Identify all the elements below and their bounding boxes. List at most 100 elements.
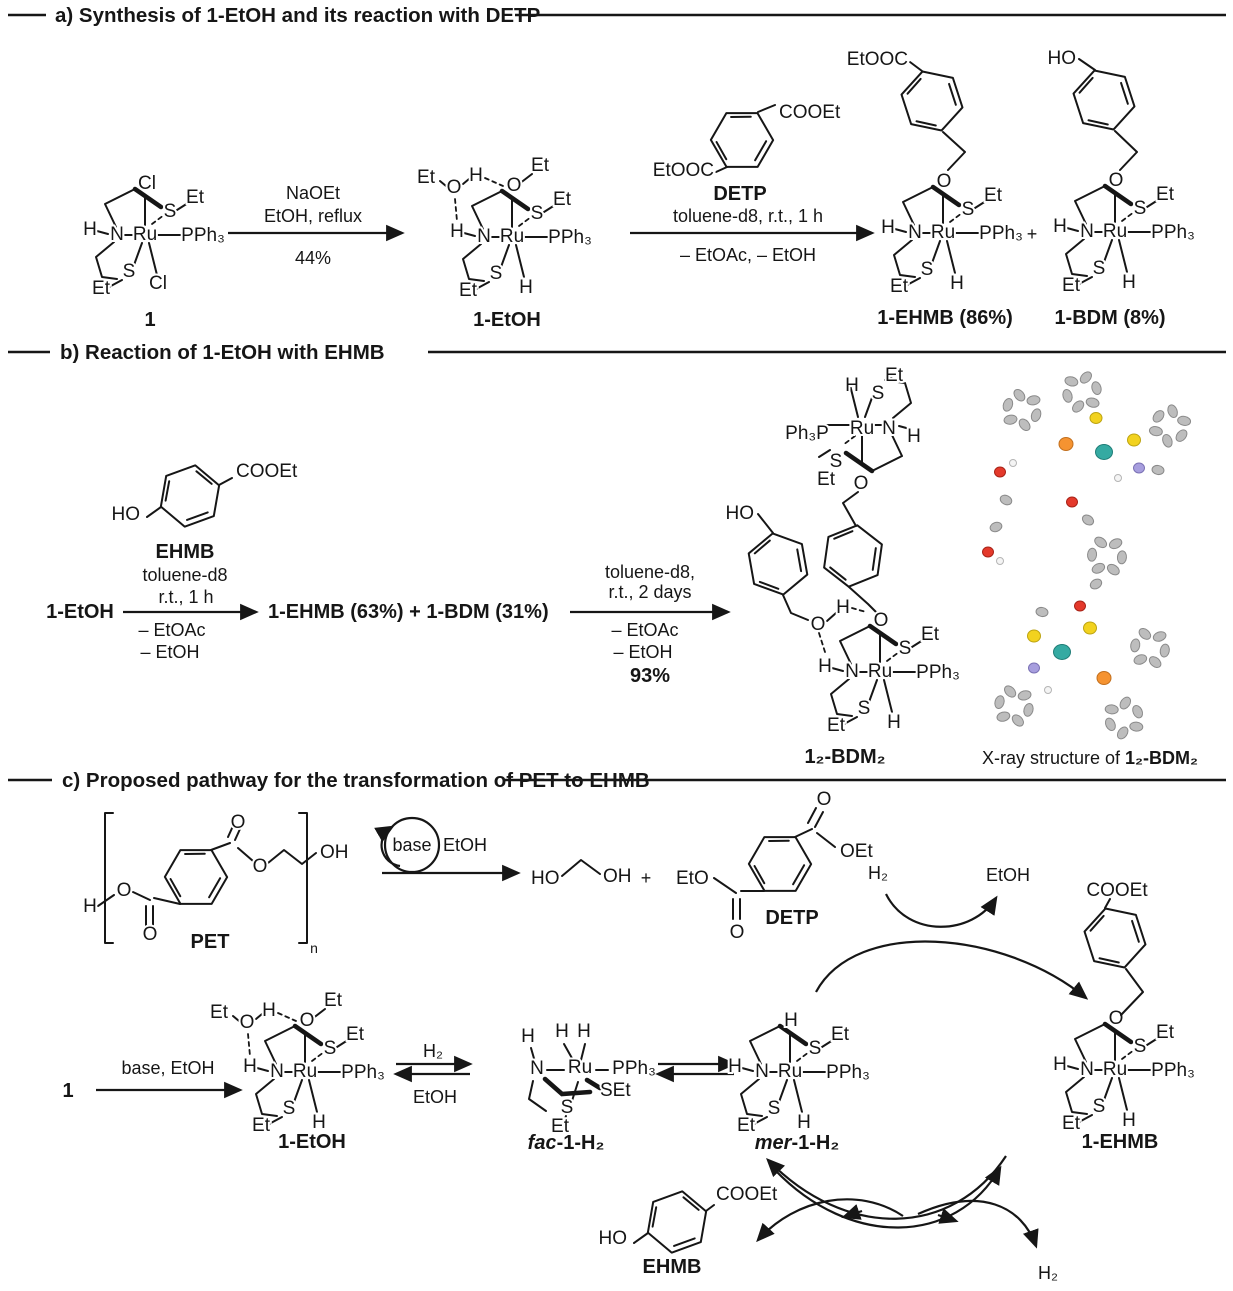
base-cycle-arrow: base EtOH: [374, 816, 521, 882]
ruthenium-atom: [1053, 644, 1071, 660]
reagent-text: NaOEt: [286, 183, 340, 203]
hydride-label: H: [517, 275, 535, 300]
atom-label: S: [858, 698, 871, 719]
fac-wedge-bonds: [542, 1076, 603, 1097]
atom-label: O: [447, 177, 462, 198]
carbonyl-double-bonds: [145, 825, 241, 927]
atom-label: S: [1134, 198, 1147, 219]
atom-label: S: [809, 1038, 822, 1059]
atom-label: S: [531, 203, 544, 224]
atom-label: Et: [210, 1002, 229, 1023]
catalytic-cycle-arrows-top: H₂ EtOH: [815, 862, 1089, 1000]
atom-label: Et: [417, 167, 436, 188]
atom-label: O: [300, 1010, 315, 1031]
atom-label: O: [937, 171, 952, 192]
atom-label: COOEt: [779, 102, 841, 123]
atom-label: O: [730, 922, 745, 943]
atom-label: N: [1080, 1059, 1094, 1080]
atom-label: S: [490, 263, 503, 284]
atom-label: H: [1122, 272, 1136, 293]
atom-label: O: [143, 924, 158, 945]
atom-label: H: [845, 375, 859, 396]
equilibrium-tick-right: [937, 1208, 959, 1224]
benzene-ring: [156, 835, 236, 919]
yield-text: 93%: [630, 665, 670, 687]
oxygen-atom: [1074, 600, 1086, 612]
phenyl-ring-ellipsoids: [989, 680, 1039, 732]
atom-label: COOEt: [1086, 880, 1148, 901]
atom-label: H: [950, 273, 964, 294]
atom-label: EtOOC: [653, 160, 714, 181]
atom-label: Ph₃P: [785, 423, 829, 444]
atom-label: EtOOC: [847, 49, 908, 70]
h2-in-text: H₂: [868, 863, 888, 883]
reaction-arrow-b1: EHMB toluene-d8 r.t., 1 h – EtOAc – EtOH: [123, 539, 259, 664]
atom-label: O: [854, 473, 869, 494]
atom-label: Et: [984, 185, 1003, 206]
atom-label: H: [262, 1000, 276, 1021]
byproduct2-text: – EtOH: [140, 642, 199, 662]
reaction-arrow-b2: toluene-d8, r.t., 2 days – EtOAc – EtOH …: [570, 561, 731, 689]
hydroxymethyl-label: HO: [1046, 46, 1079, 71]
atom-label: Et: [1156, 184, 1175, 205]
benzene-ring: [702, 98, 782, 182]
benzene-ring: [740, 822, 820, 906]
atom-label: PPh₃: [548, 227, 592, 248]
atom-label: S: [872, 383, 885, 404]
panel-a-title: a) Synthesis of 1-EtOH and its reaction …: [55, 4, 540, 27]
cycle-curve: [815, 940, 1089, 1000]
fac-label: fac-1-H₂: [528, 1132, 605, 1154]
ester-group-label: COOEt: [1084, 878, 1150, 903]
atom-label: Ru: [850, 418, 874, 439]
atom-label: H: [555, 1021, 569, 1042]
equilibrium-tick-left: [841, 1204, 863, 1220]
atom-label: N: [1080, 221, 1094, 242]
detp-label: DETP: [765, 907, 818, 929]
byproduct1-text: – EtOAc: [611, 620, 678, 640]
etoh-text: EtOH: [413, 1087, 457, 1107]
atom-label: S: [899, 638, 912, 659]
atom-label: H: [83, 219, 97, 240]
ruthenium-atom: [1095, 444, 1113, 460]
atom-label: H: [887, 712, 901, 733]
atom-label: O: [874, 610, 889, 631]
atom-label: Et: [553, 189, 572, 210]
benzene-ring: [1078, 899, 1152, 977]
atom-label: N: [882, 418, 896, 439]
atom-label: H: [907, 426, 921, 447]
time-text: r.t., 2 days: [608, 582, 691, 602]
benzyl-chain-bonds: [1104, 898, 1144, 1016]
atom-label: O: [253, 856, 268, 877]
atom-label: S: [123, 261, 136, 282]
atom-label: Et: [92, 278, 111, 299]
mer-label: mer-1-H₂: [755, 1132, 839, 1154]
atom-label: PPh₃: [1151, 1060, 1195, 1081]
atom-label: Ru: [133, 224, 157, 245]
hydrogen-atom: [1044, 686, 1052, 694]
atom-label: Et: [831, 1024, 850, 1045]
atom-label: COOEt: [236, 461, 298, 482]
exchange-curve-2: [766, 1155, 1007, 1220]
atom-label: H: [519, 277, 533, 298]
recycle-arrow: [374, 825, 401, 868]
atom-label: Et: [551, 1116, 570, 1137]
atom-label: OH: [603, 866, 632, 887]
atom-label: Et: [921, 624, 940, 645]
plus-sign: +: [641, 868, 652, 888]
atom-label: PPh₃: [612, 1058, 656, 1079]
atom-label: EtO: [676, 868, 709, 889]
xray-structure-image: [982, 366, 1199, 746]
